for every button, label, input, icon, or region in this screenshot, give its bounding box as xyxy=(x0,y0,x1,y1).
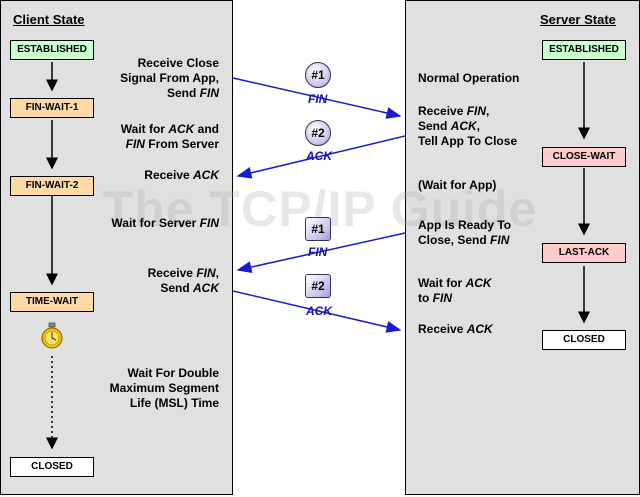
msg-2-label: ACK xyxy=(306,149,332,163)
msg-3-number: #1 xyxy=(305,217,331,241)
client-state-time-wait: TIME-WAIT xyxy=(10,292,94,312)
client-desc-wait-server-fin: Wait for Server FIN xyxy=(111,216,219,230)
client-desc-receive-fin-send-ack: Receive FIN, Send ACK xyxy=(147,266,219,295)
client-panel xyxy=(0,0,233,495)
server-desc-receive-fin: Receive FIN, Send ACK, Tell App To Close xyxy=(418,104,518,148)
client-desc-receive-close: Receive Close Signal From App, Send FIN xyxy=(120,56,219,100)
server-state-established: ESTABLISHED xyxy=(542,40,626,60)
msg-arrow-fin-1 xyxy=(232,77,402,119)
server-state-title: Server State xyxy=(540,12,616,27)
client-desc-wait-double-msl: Wait For Double Maximum Segment Life (MS… xyxy=(109,366,219,410)
server-desc-wait-ack-fin: Wait for ACK to FIN xyxy=(418,276,492,305)
msg-arrow-ack-1 xyxy=(236,135,406,179)
server-state-close-wait: CLOSE-WAIT xyxy=(542,147,626,167)
msg-arrow-fin-2 xyxy=(236,232,406,273)
msg-4-label: ACK xyxy=(306,304,332,318)
client-state-title: Client State xyxy=(13,12,85,27)
client-state-closed: CLOSED xyxy=(10,457,94,477)
msg-2-number: #2 xyxy=(305,120,331,146)
server-state-closed: CLOSED xyxy=(542,330,626,350)
client-state-fin-wait-1: FIN-WAIT-1 xyxy=(10,98,94,118)
msg-3-label: FIN xyxy=(308,245,328,259)
stopwatch-icon xyxy=(41,322,63,349)
server-desc-receive-ack: Receive ACK xyxy=(418,322,493,336)
server-desc-app-ready: App Is Ready To Close, Send FIN xyxy=(418,218,512,247)
server-desc-wait-for-app: (Wait for App) xyxy=(418,178,497,192)
client-state-fin-wait-2: FIN-WAIT-2 xyxy=(10,176,94,196)
server-state-last-ack: LAST-ACK xyxy=(542,243,626,263)
client-state-established: ESTABLISHED xyxy=(10,40,94,60)
client-desc-wait-ack-fin: Wait for ACK and FIN From Server xyxy=(120,122,219,151)
client-desc-receive-ack: Receive ACK xyxy=(144,168,219,182)
msg-1-number: #1 xyxy=(305,62,331,88)
msg-arrow-ack-2 xyxy=(232,290,402,333)
msg-4-number: #2 xyxy=(305,274,331,298)
msg-1-label: FIN xyxy=(308,92,328,106)
server-desc-normal-operation: Normal Operation xyxy=(418,71,520,85)
